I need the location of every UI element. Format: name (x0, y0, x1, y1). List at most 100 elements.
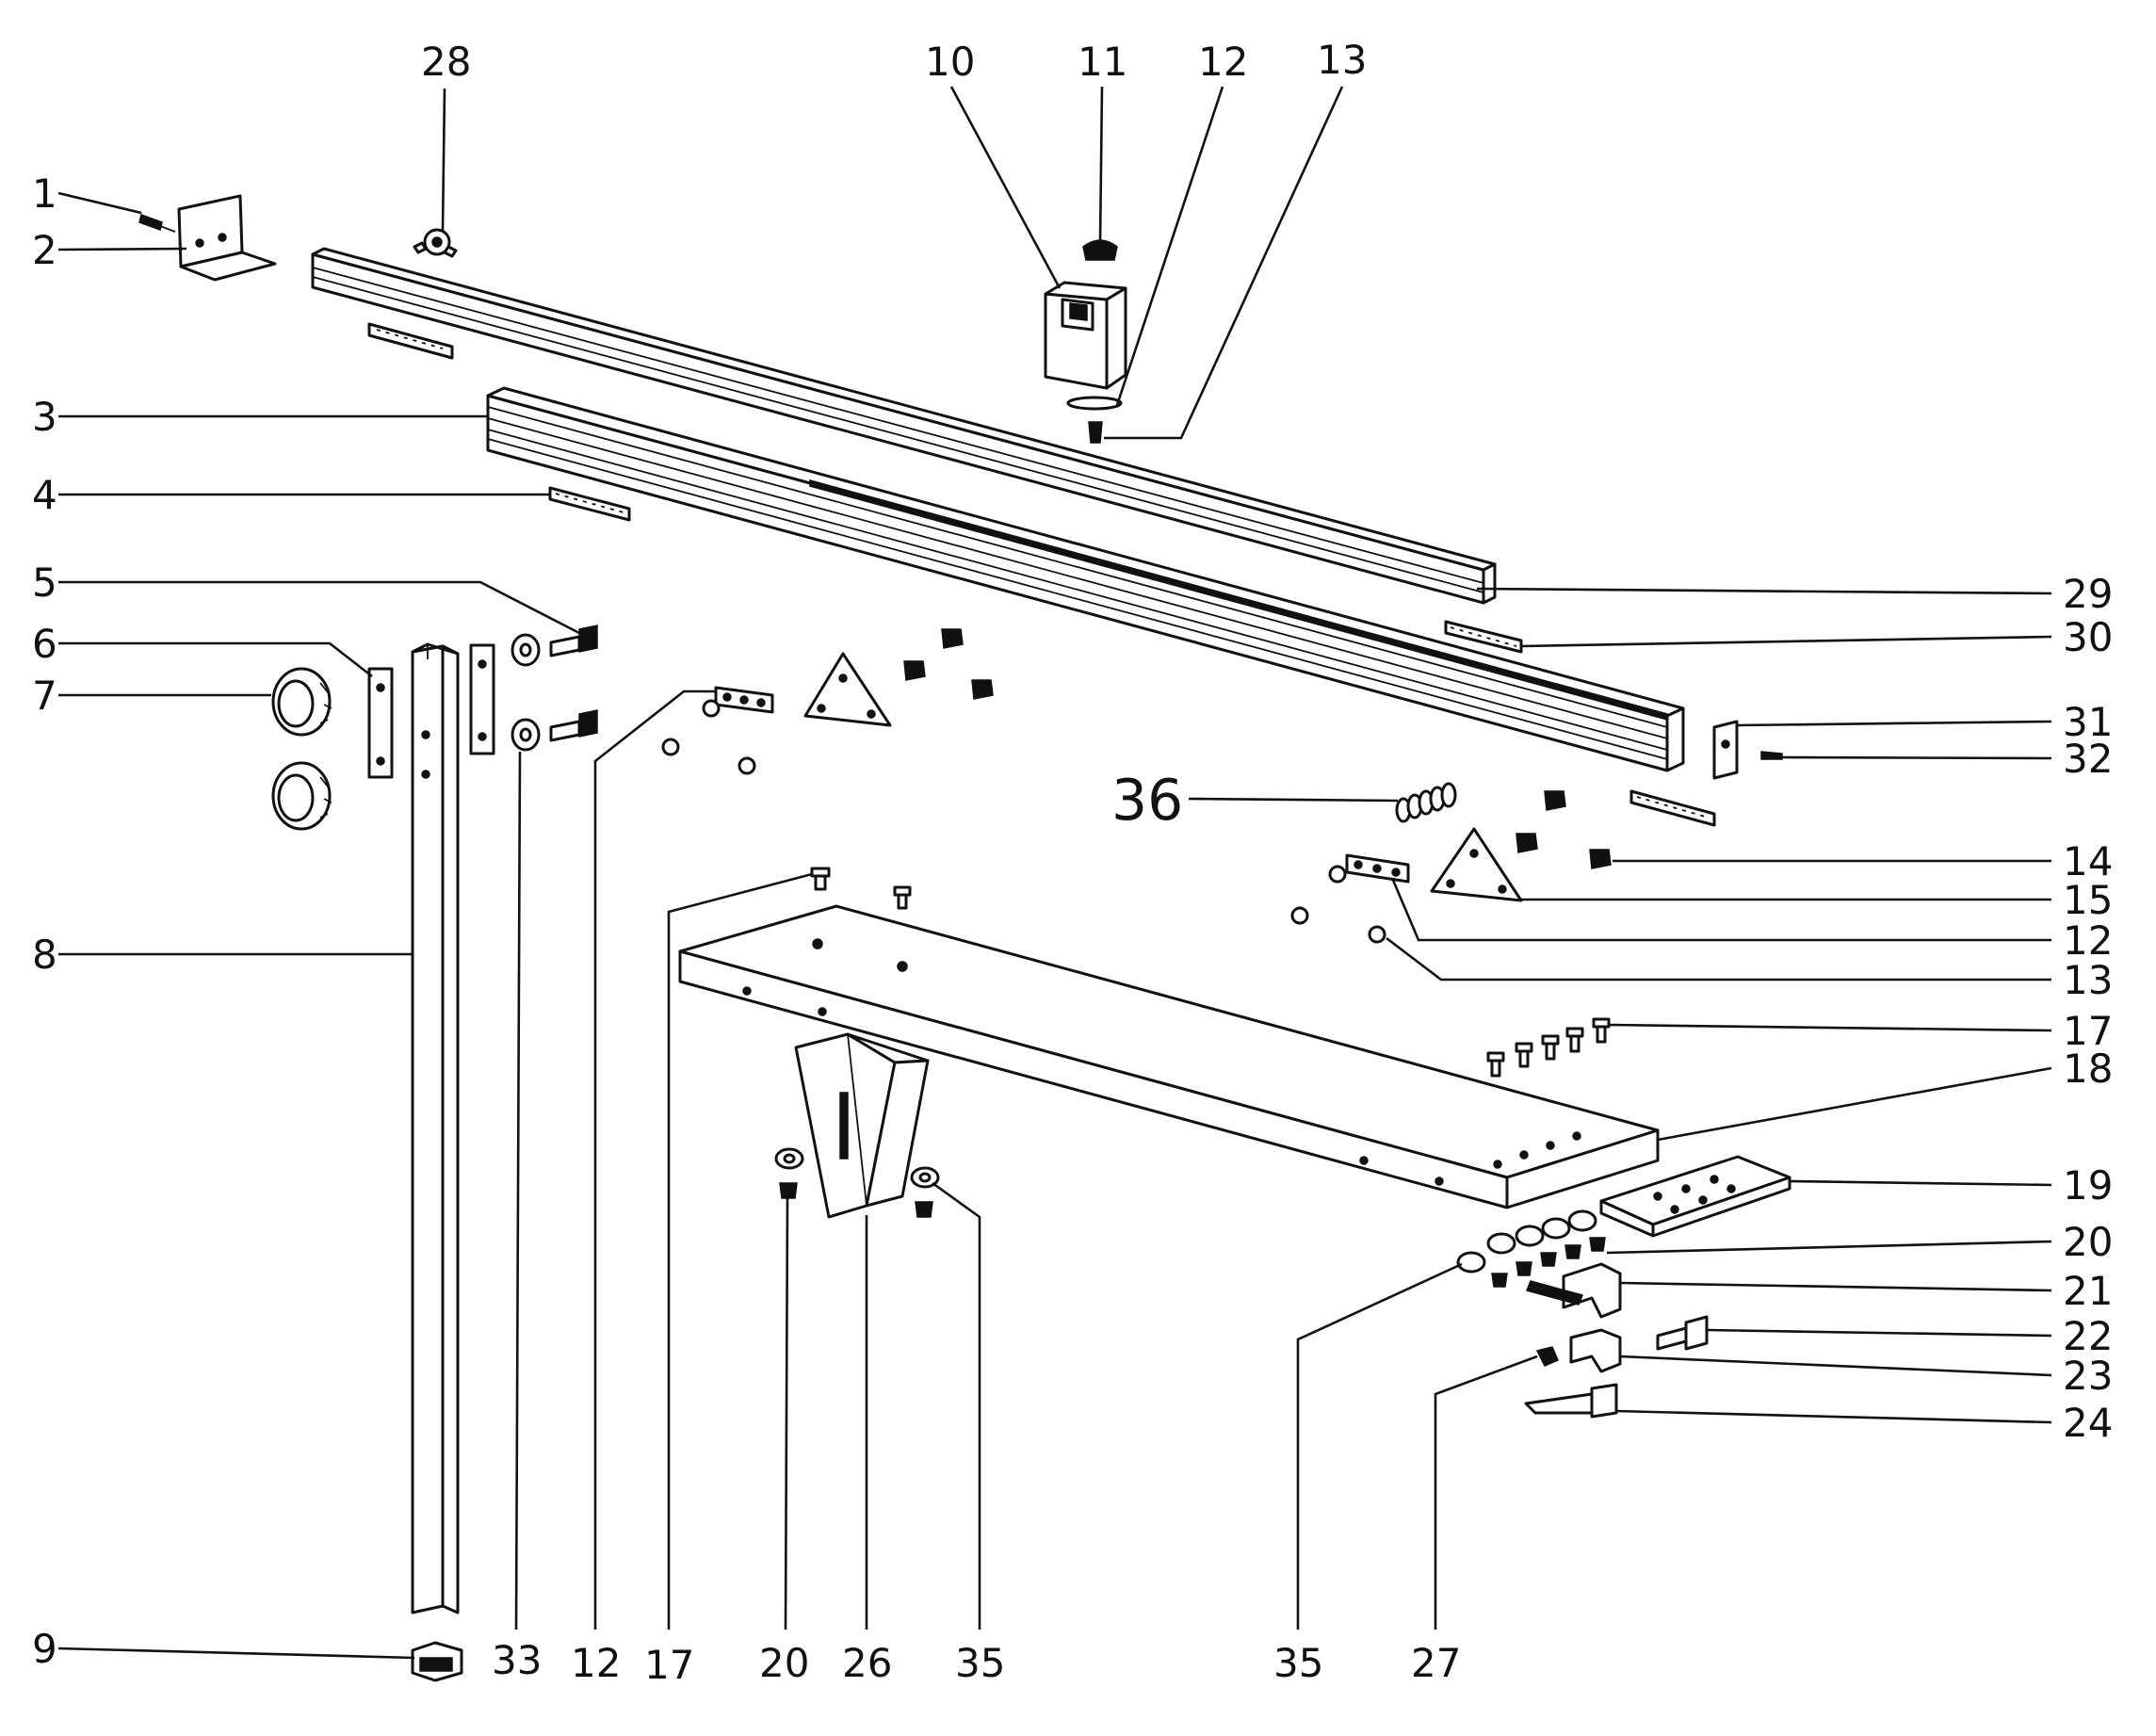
part-20-nut-left (779, 1182, 798, 1199)
label-31: 31 (2063, 699, 2113, 745)
part-14-nut-right-a (1544, 790, 1566, 811)
part-23-clamp-jaw (1569, 1328, 1622, 1373)
leader-35-right (1296, 1262, 1463, 1630)
label-26: 26 (842, 1640, 892, 1686)
part-toothed-strip-a (367, 322, 454, 360)
leader-13-top (1104, 86, 1344, 440)
part-13-screw-top (1088, 421, 1103, 444)
part-14-nut-left-c (971, 679, 994, 700)
part-14-nut-left-a (903, 660, 926, 681)
label-30: 30 (2063, 614, 2113, 660)
leader-22 (1706, 1328, 2052, 1338)
leader-19 (1789, 1179, 2052, 1187)
leader-27 (1434, 1355, 1538, 1630)
part-33-washer-b (511, 718, 541, 752)
label-32: 32 (2063, 736, 2113, 782)
part-13-screw-right-c (1368, 925, 1386, 944)
callout-labels: 1 2 28 3 4 5 6 7 8 9 10 11 12 13 29 30 3… (32, 37, 2113, 1688)
leader-30 (1520, 635, 2052, 648)
part-toothed-strip-b (1629, 789, 1716, 827)
leader-5 (58, 580, 580, 635)
label-28: 28 (421, 39, 471, 85)
part-6-plate-left (367, 667, 394, 779)
part-31-end-cap (1712, 720, 1739, 780)
part-11-knob (1082, 239, 1118, 261)
part-6-plate-right (469, 643, 495, 755)
part-20-nut-right (915, 1201, 933, 1218)
part-36-spring (1395, 782, 1457, 823)
part-1-screw (138, 214, 176, 233)
part-13-screw-right-a (1328, 865, 1347, 884)
part-5-bolt-a (549, 625, 598, 657)
leader-31 (1736, 720, 2052, 727)
part-5-bolt-b (549, 709, 598, 742)
leader-17-right (1608, 1023, 2052, 1032)
leader-36 (1188, 797, 1399, 803)
leader-20-left (784, 1197, 789, 1631)
part-13-screw-left-a (702, 699, 721, 718)
leader-20-right (1606, 1240, 2052, 1255)
label-23: 23 (2063, 1353, 2113, 1399)
part-30-toothed-strip (1444, 620, 1523, 654)
label-4: 4 (32, 472, 57, 518)
part-3-extrusion (486, 386, 1685, 772)
label-1: 1 (32, 170, 57, 217)
part-26-leg-socket (794, 1032, 930, 1219)
label-27: 27 (1411, 1640, 1461, 1686)
part-28-wing-knob (413, 228, 458, 258)
leader-17-left (667, 872, 813, 1630)
part-19-perforated-plate (1599, 1155, 1791, 1238)
leader-11 (1098, 86, 1104, 246)
leader-6 (58, 641, 373, 678)
label-36: 36 (1111, 768, 1183, 834)
label-9: 9 (32, 1626, 57, 1672)
leader-24 (1615, 1409, 2052, 1424)
leader-33 (514, 751, 522, 1631)
part-rail-upper (311, 247, 1497, 605)
label-29: 29 (2063, 571, 2113, 617)
part-9-foot-cap (411, 1641, 463, 1682)
part-10-clamp-body (1044, 281, 1127, 390)
part-35-washer-left (774, 1147, 804, 1170)
leader-35-left (932, 1181, 981, 1630)
label-5: 5 (32, 560, 57, 606)
part-21-hinge-bracket (1525, 1262, 1622, 1319)
leader-32 (1781, 755, 2052, 760)
label-11: 11 (1078, 39, 1127, 85)
label-33: 33 (492, 1637, 542, 1683)
part-18-channel-bracket (678, 904, 1660, 1209)
label-3: 3 (32, 394, 57, 440)
label-35-left: 35 (955, 1640, 1005, 1686)
part-8-leg-tube (411, 642, 460, 1614)
label-13-right: 13 (2063, 957, 2113, 1003)
leader-9 (57, 1647, 415, 1660)
leader-13-right (1386, 936, 2051, 982)
leader-1 (57, 191, 142, 215)
part-32-screw (1760, 751, 1783, 760)
part-17-screws-right (1486, 1017, 1611, 1078)
part-33-washer-a (511, 633, 541, 667)
leader-23 (1619, 1355, 2052, 1377)
part-22-bolt (1656, 1315, 1709, 1351)
leader-18 (1657, 1066, 2052, 1142)
leader-21 (1619, 1281, 2052, 1292)
leader-29 (1476, 587, 2052, 595)
label-12-left: 12 (571, 1640, 621, 1686)
label-6: 6 (32, 621, 57, 667)
part-35-washer-right (910, 1166, 940, 1189)
label-10: 10 (925, 39, 975, 85)
part-17-screw-a (810, 867, 831, 891)
leader-2 (57, 247, 187, 251)
label-21: 21 (2063, 1268, 2113, 1314)
part-13-screw-left-c (738, 756, 756, 775)
part-12-link-plate-left (714, 686, 774, 714)
label-2: 2 (32, 227, 57, 273)
part-14-nut-right-c (1589, 849, 1612, 869)
label-20-left: 20 (759, 1640, 809, 1686)
label-18: 18 (2063, 1046, 2113, 1092)
part-20-nuts-cluster (1491, 1237, 1606, 1288)
leader-12-right (1390, 877, 2051, 942)
label-12-right: 12 (2063, 917, 2113, 964)
label-22: 22 (2063, 1313, 2113, 1359)
